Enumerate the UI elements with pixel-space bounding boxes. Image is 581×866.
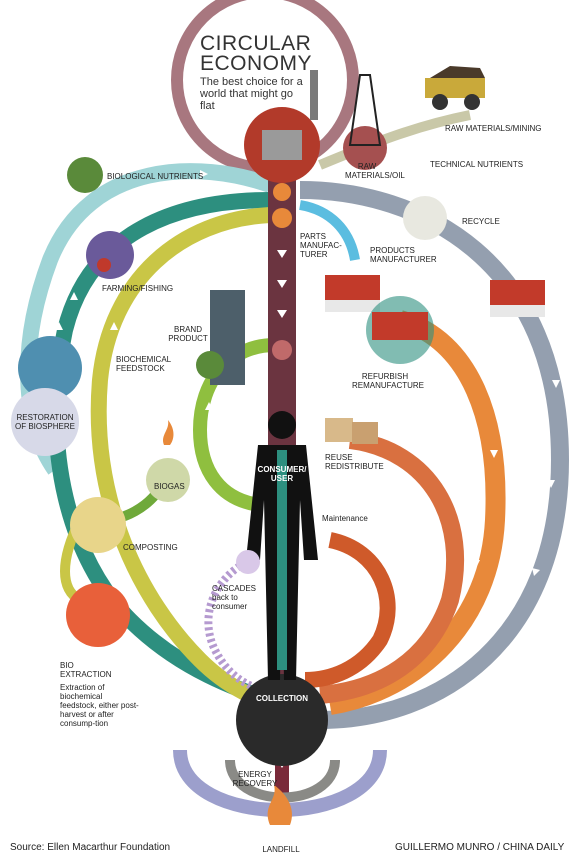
refurbish-factory-icon xyxy=(372,312,428,340)
label-energy-recovery: ENERGY RECOVERY xyxy=(232,770,278,788)
parts-ornament-top xyxy=(273,183,291,201)
label-biogas: BIOGAS xyxy=(154,482,185,491)
label-collection: COLLECTION xyxy=(256,694,308,703)
label-cascades: CASCADES back to consumer xyxy=(212,584,257,611)
biogas-flame-icon xyxy=(163,420,174,445)
refurbish-loop xyxy=(328,310,506,715)
reuse-loop xyxy=(319,431,465,704)
label-raw-materials-mining: RAW MATERIALS/MINING xyxy=(445,124,542,133)
label-brand-product: BRAND PRODUCT xyxy=(168,325,208,343)
products-factory-icon xyxy=(325,275,380,312)
maintenance-loop xyxy=(304,532,396,688)
label-bio-extraction: BIO EXTRACTION xyxy=(60,661,112,679)
oil-base xyxy=(343,126,387,170)
title-line2: ECONOMY xyxy=(200,52,313,75)
credit-note: GUILLERMO MUNRO / CHINA DAILY xyxy=(395,842,565,853)
collection-circle xyxy=(236,674,328,766)
brand-trees-icon xyxy=(196,351,224,379)
label-raw-materials-oil: RAW MATERIALS/OIL xyxy=(345,162,405,180)
label-recycle: RECYCLE xyxy=(462,217,500,226)
title: CIRCULAR ECONOMY xyxy=(200,32,313,75)
stem-node xyxy=(272,340,292,360)
label-biochemical-feedstock: BIOCHEMICAL FEEDSTOCK xyxy=(116,355,171,373)
label-parts-manufacturer: PARTS MANUFAC-TURER xyxy=(300,232,342,259)
recycle-factory-icon xyxy=(490,280,545,317)
recycle-icon xyxy=(403,196,447,240)
title-line1: CIRCULAR xyxy=(200,32,312,55)
biochemical-feedstock-loop xyxy=(90,207,278,713)
cascades-node xyxy=(236,550,260,574)
trees-icon xyxy=(67,157,103,193)
parts-ornament-bottom xyxy=(272,208,292,228)
apple-icon xyxy=(97,258,111,272)
landfill-fire-icon xyxy=(267,785,293,825)
label-biological-nutrients: BIOLOGICAL NUTRIENTS xyxy=(107,172,204,181)
label-consumer: CONSUMER/ USER xyxy=(257,465,307,483)
oil-rig-icon xyxy=(348,74,382,146)
label-farming-fishing: FARMING/FISHING xyxy=(102,284,174,293)
reuse-boxes-icon xyxy=(325,418,378,444)
label-maintenance: Maintenance xyxy=(322,514,368,523)
factory-chimney xyxy=(310,70,318,120)
biogas-circle xyxy=(146,458,190,502)
flow-arrows xyxy=(55,160,560,576)
composting-icon xyxy=(70,497,126,553)
globe-icon xyxy=(18,336,82,400)
label-refurbish: REFURBISH REMANUFACTURE xyxy=(352,372,425,390)
factory-building xyxy=(262,130,302,160)
source-note: Source: Ellen Macarthur Foundation xyxy=(10,842,171,853)
raw-materials-curve xyxy=(318,110,471,170)
label-products-manufacturer: PRODUCTS MANUFACTURER xyxy=(370,246,437,264)
label-reuse: REUSE REDISTRIBUTE xyxy=(325,453,384,471)
farming-loop xyxy=(48,192,273,708)
mining-truck-icon xyxy=(425,66,485,110)
label-composting: COMPOSTING xyxy=(123,543,178,552)
label-landfill: LANDFILL xyxy=(262,845,300,854)
subtitle: The best choice for a world that might g… xyxy=(200,76,303,112)
parts-loop xyxy=(298,200,360,262)
bio-extraction-icon xyxy=(66,583,130,647)
label-restoration: RESTORATION OF BIOSPHERE xyxy=(14,413,75,431)
label-bio-extraction-desc: Extraction of biochemical feedstock, eit… xyxy=(60,683,139,728)
consumer-stripe xyxy=(277,450,287,670)
farming-fishing-icon xyxy=(86,231,134,279)
label-technical-nutrients: TECHNICAL NUTRIENTS xyxy=(430,160,524,169)
restoration-circle xyxy=(11,388,79,456)
